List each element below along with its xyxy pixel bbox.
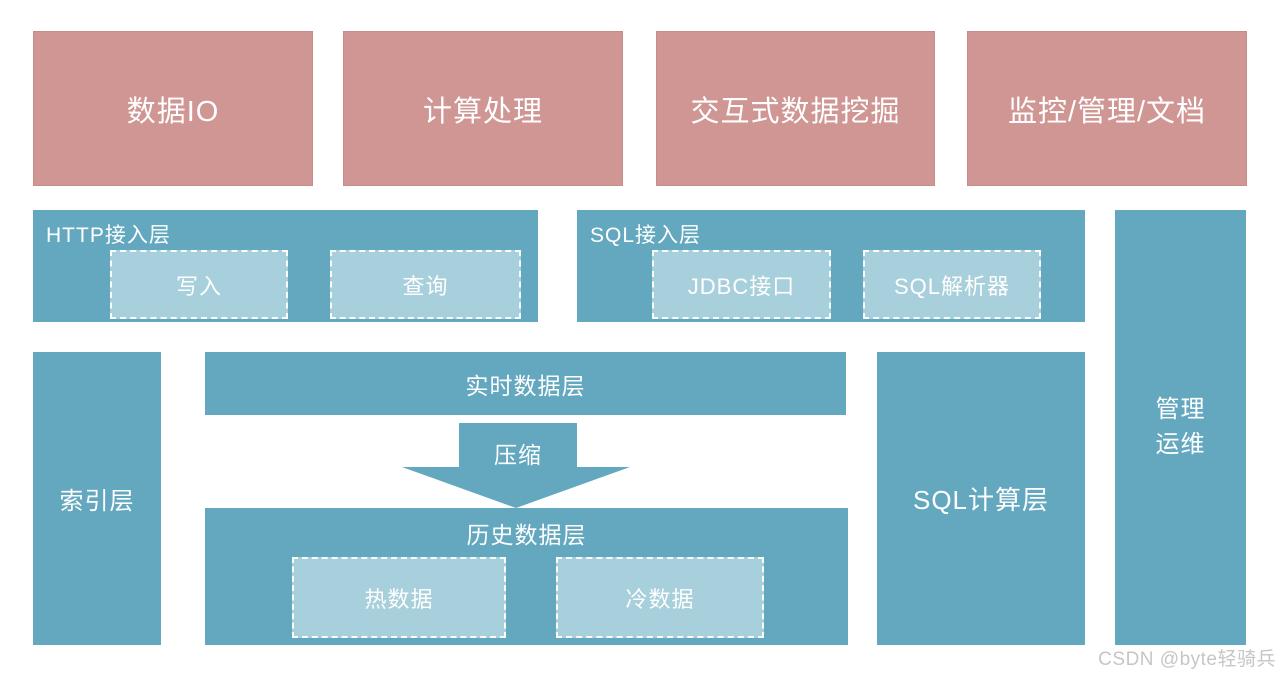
ops-layer-line2: 运维	[1155, 430, 1206, 458]
sql-access-layer-title: SQL接入层	[590, 224, 702, 247]
box-compute-processing: 计算处理	[343, 31, 623, 186]
index-layer-label: 索引层	[59, 488, 135, 515]
box-jdbc-interface: JDBC接口	[652, 250, 831, 319]
box-write: 写入	[110, 250, 288, 319]
box-cold-data: 冷数据	[556, 557, 764, 638]
realtime-data-layer: 实时数据层	[205, 352, 846, 415]
box-write-label: 写入	[175, 273, 222, 299]
box-data-io-label: 数据IO	[126, 95, 220, 128]
box-query-label: 查询	[402, 273, 449, 299]
box-interactive-data-mining-label: 交互式数据挖掘	[690, 95, 901, 128]
sql-compute-layer: SQL计算层	[877, 352, 1085, 645]
index-layer: 索引层	[33, 352, 161, 645]
box-compute-processing-label: 计算处理	[422, 95, 543, 128]
ops-layer: 管理 运维	[1115, 210, 1246, 645]
history-data-layer: 历史数据层 热数据 冷数据	[205, 508, 848, 645]
ops-layer-line1: 管理	[1155, 395, 1206, 423]
http-access-layer-title: HTTP接入层	[46, 224, 171, 247]
sql-compute-layer-label: SQL计算层	[912, 485, 1050, 515]
box-query: 查询	[330, 250, 521, 319]
compress-label: 压缩	[494, 442, 542, 468]
box-sql-parser: SQL解析器	[863, 250, 1041, 319]
box-interactive-data-mining: 交互式数据挖掘	[656, 31, 935, 186]
box-jdbc-interface-label: JDBC接口	[687, 273, 796, 299]
compress-arrow-icon	[402, 423, 630, 508]
watermark: CSDN @byte轻骑兵	[1098, 649, 1276, 670]
http-access-layer: HTTP接入层 写入 查询	[33, 210, 538, 322]
history-data-layer-title: 历史数据层	[466, 522, 587, 548]
realtime-data-layer-label: 实时数据层	[465, 372, 586, 399]
box-hot-data-label: 热数据	[364, 586, 434, 612]
box-monitor-manage-docs-label: 监控/管理/文档	[1007, 95, 1207, 128]
box-sql-parser-label: SQL解析器	[893, 273, 1011, 299]
box-hot-data: 热数据	[292, 557, 506, 638]
box-data-io: 数据IO	[33, 31, 313, 186]
sql-access-layer: SQL接入层 JDBC接口 SQL解析器	[577, 210, 1085, 322]
box-monitor-manage-docs: 监控/管理/文档	[967, 31, 1247, 186]
box-cold-data-label: 冷数据	[625, 586, 695, 612]
